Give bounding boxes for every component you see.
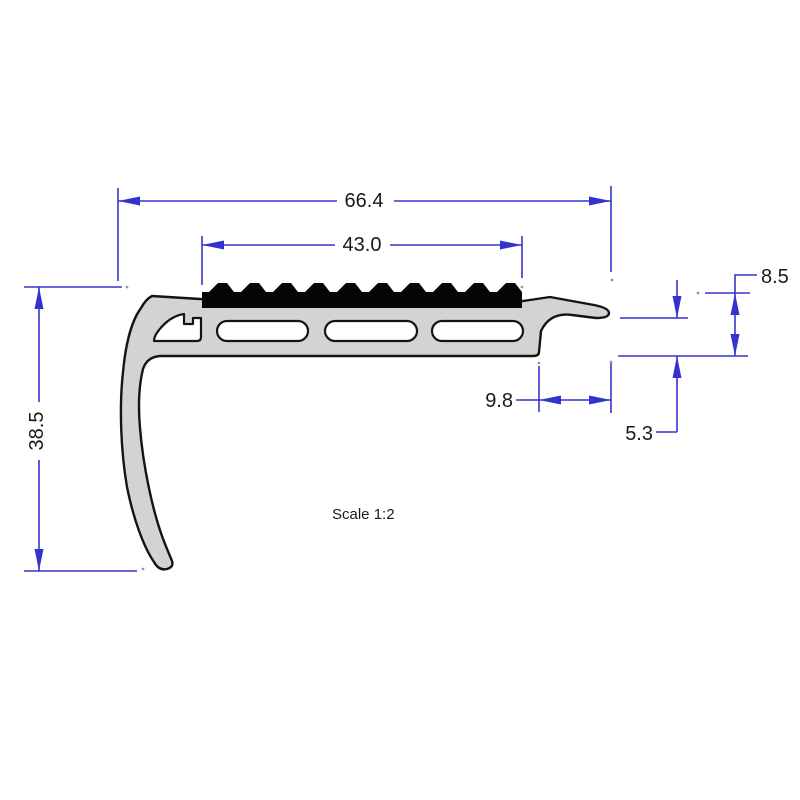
oval-slot-3 (430, 319, 525, 343)
oval-slot-1 (215, 319, 310, 343)
leader-line (734, 274, 757, 293)
dimension-overall-height: 38.5 (24, 286, 137, 572)
arrowhead (34, 549, 44, 571)
arrowhead (730, 293, 740, 315)
arrowhead (589, 196, 611, 206)
insert-width-label: 43.0 (343, 234, 382, 256)
arrowhead (202, 240, 224, 250)
nose-cavity-hole (152, 312, 203, 343)
arrowhead (34, 287, 44, 309)
dimension-insert-width: 43.0 (201, 234, 523, 285)
arrowhead (500, 240, 522, 250)
arrowhead (118, 196, 140, 206)
scale-note: Scale 1:2 (332, 506, 395, 523)
lip-projection-label: 9.8 (485, 390, 513, 412)
dimension-under-lip-height: 5.3 (618, 280, 748, 445)
oval-slot-2 (323, 319, 419, 343)
arrowhead (672, 296, 682, 318)
overall-width-label: 66.4 (345, 190, 384, 212)
profile-cross-section (119, 283, 611, 571)
dimension-lip-projection: 9.8 (485, 362, 612, 413)
arrowhead (539, 395, 561, 405)
under-lip-height-label: 5.3 (625, 423, 653, 445)
overall-height-label: 38.5 (26, 412, 48, 451)
arrowhead (672, 356, 682, 378)
dimension-overall-width: 66.4 (117, 186, 612, 281)
dimension-lip-height: 8.5 (705, 266, 789, 356)
serrated-anti-slip-insert (202, 283, 522, 308)
definition-points (125, 278, 700, 571)
arrowhead (589, 395, 611, 405)
arrowhead (730, 334, 740, 356)
lip-height-label: 8.5 (761, 266, 789, 288)
